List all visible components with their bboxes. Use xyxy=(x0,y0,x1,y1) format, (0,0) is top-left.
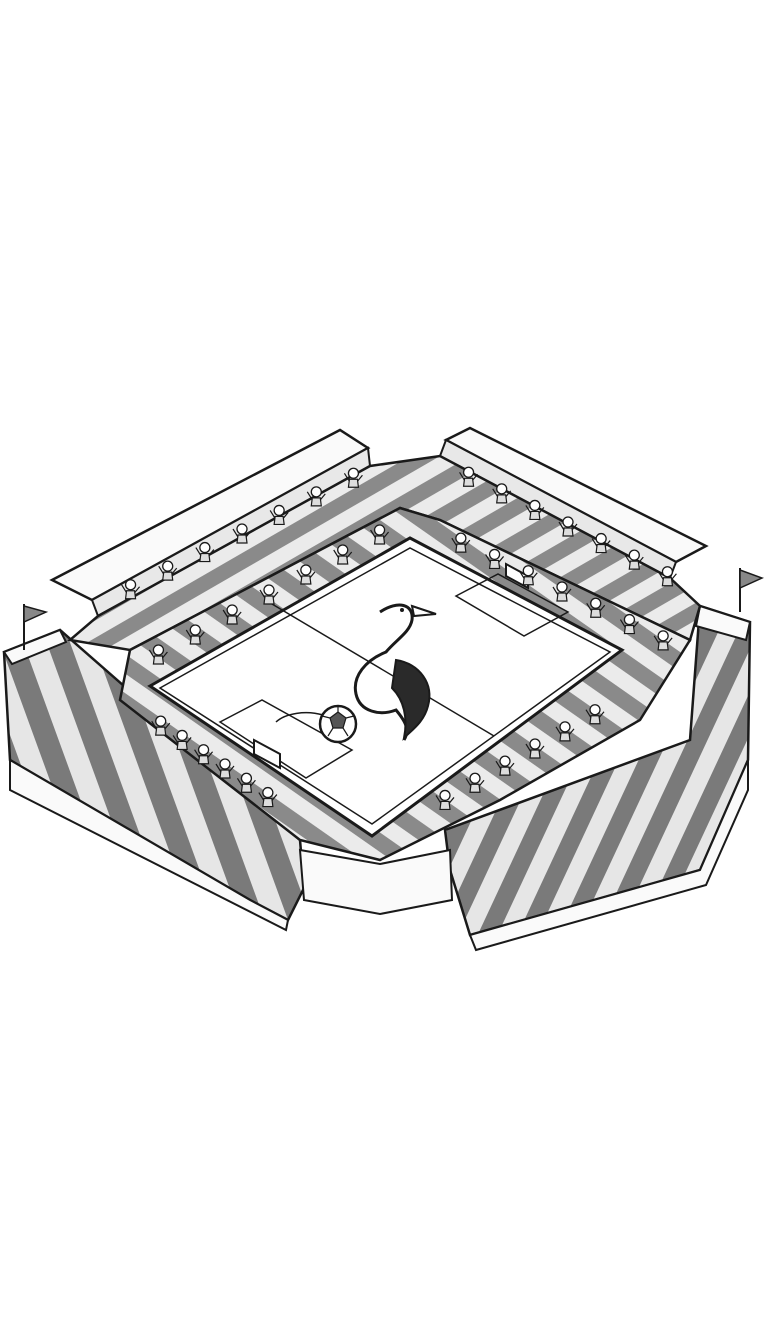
spectator-icon xyxy=(370,524,390,545)
spectator-icon xyxy=(485,548,505,570)
spectator-icon xyxy=(194,744,214,765)
spectator-icon xyxy=(258,786,278,808)
spectator-icon xyxy=(121,579,141,600)
spectator-icon xyxy=(172,729,192,751)
spectator-icon xyxy=(296,564,316,585)
spectator-icon xyxy=(657,566,677,587)
spectator-icon xyxy=(653,630,673,651)
spectator-icon xyxy=(259,584,279,605)
spectator-icon xyxy=(269,504,289,526)
spectator-icon xyxy=(558,516,578,537)
spectator-icon xyxy=(158,560,178,581)
spectator-icon xyxy=(236,772,256,793)
spectator-icon xyxy=(333,544,353,565)
spectator-icon xyxy=(148,644,168,665)
stand-base xyxy=(298,848,454,916)
back-left-roof xyxy=(49,428,372,618)
spectator-icon xyxy=(222,604,242,625)
spectator-icon xyxy=(585,704,605,725)
spectator-icon xyxy=(195,541,215,563)
soccer-ball-icon xyxy=(318,704,358,744)
spectator-icon xyxy=(465,772,485,793)
left-outer-stand xyxy=(2,628,306,932)
spectator-icon xyxy=(555,721,575,742)
spectator-icon xyxy=(185,624,205,645)
spectators-group xyxy=(121,466,677,811)
spectator-icon xyxy=(525,499,545,521)
spectator-icon xyxy=(586,597,606,618)
spectator-icon xyxy=(451,532,471,553)
spectator-icon xyxy=(232,523,252,544)
corner-flag-icon xyxy=(23,568,764,650)
spectator-icon xyxy=(306,486,326,507)
spectator-icon xyxy=(591,532,611,554)
spectator-icon xyxy=(518,565,538,586)
bird-emblem-icon xyxy=(353,603,437,742)
spectator-icon xyxy=(492,483,512,504)
spectator-icon xyxy=(435,789,455,811)
spectator-icon xyxy=(215,758,235,779)
spectator-icon xyxy=(459,466,479,487)
spectator-icon xyxy=(624,549,644,570)
spectator-icon xyxy=(525,738,545,759)
spectator-icon xyxy=(495,755,515,776)
goal-icon xyxy=(253,562,529,770)
spectator-icon xyxy=(619,613,639,635)
spectator-icon xyxy=(552,581,572,602)
spectator-icon xyxy=(343,467,363,488)
spectator-icon xyxy=(151,715,171,736)
